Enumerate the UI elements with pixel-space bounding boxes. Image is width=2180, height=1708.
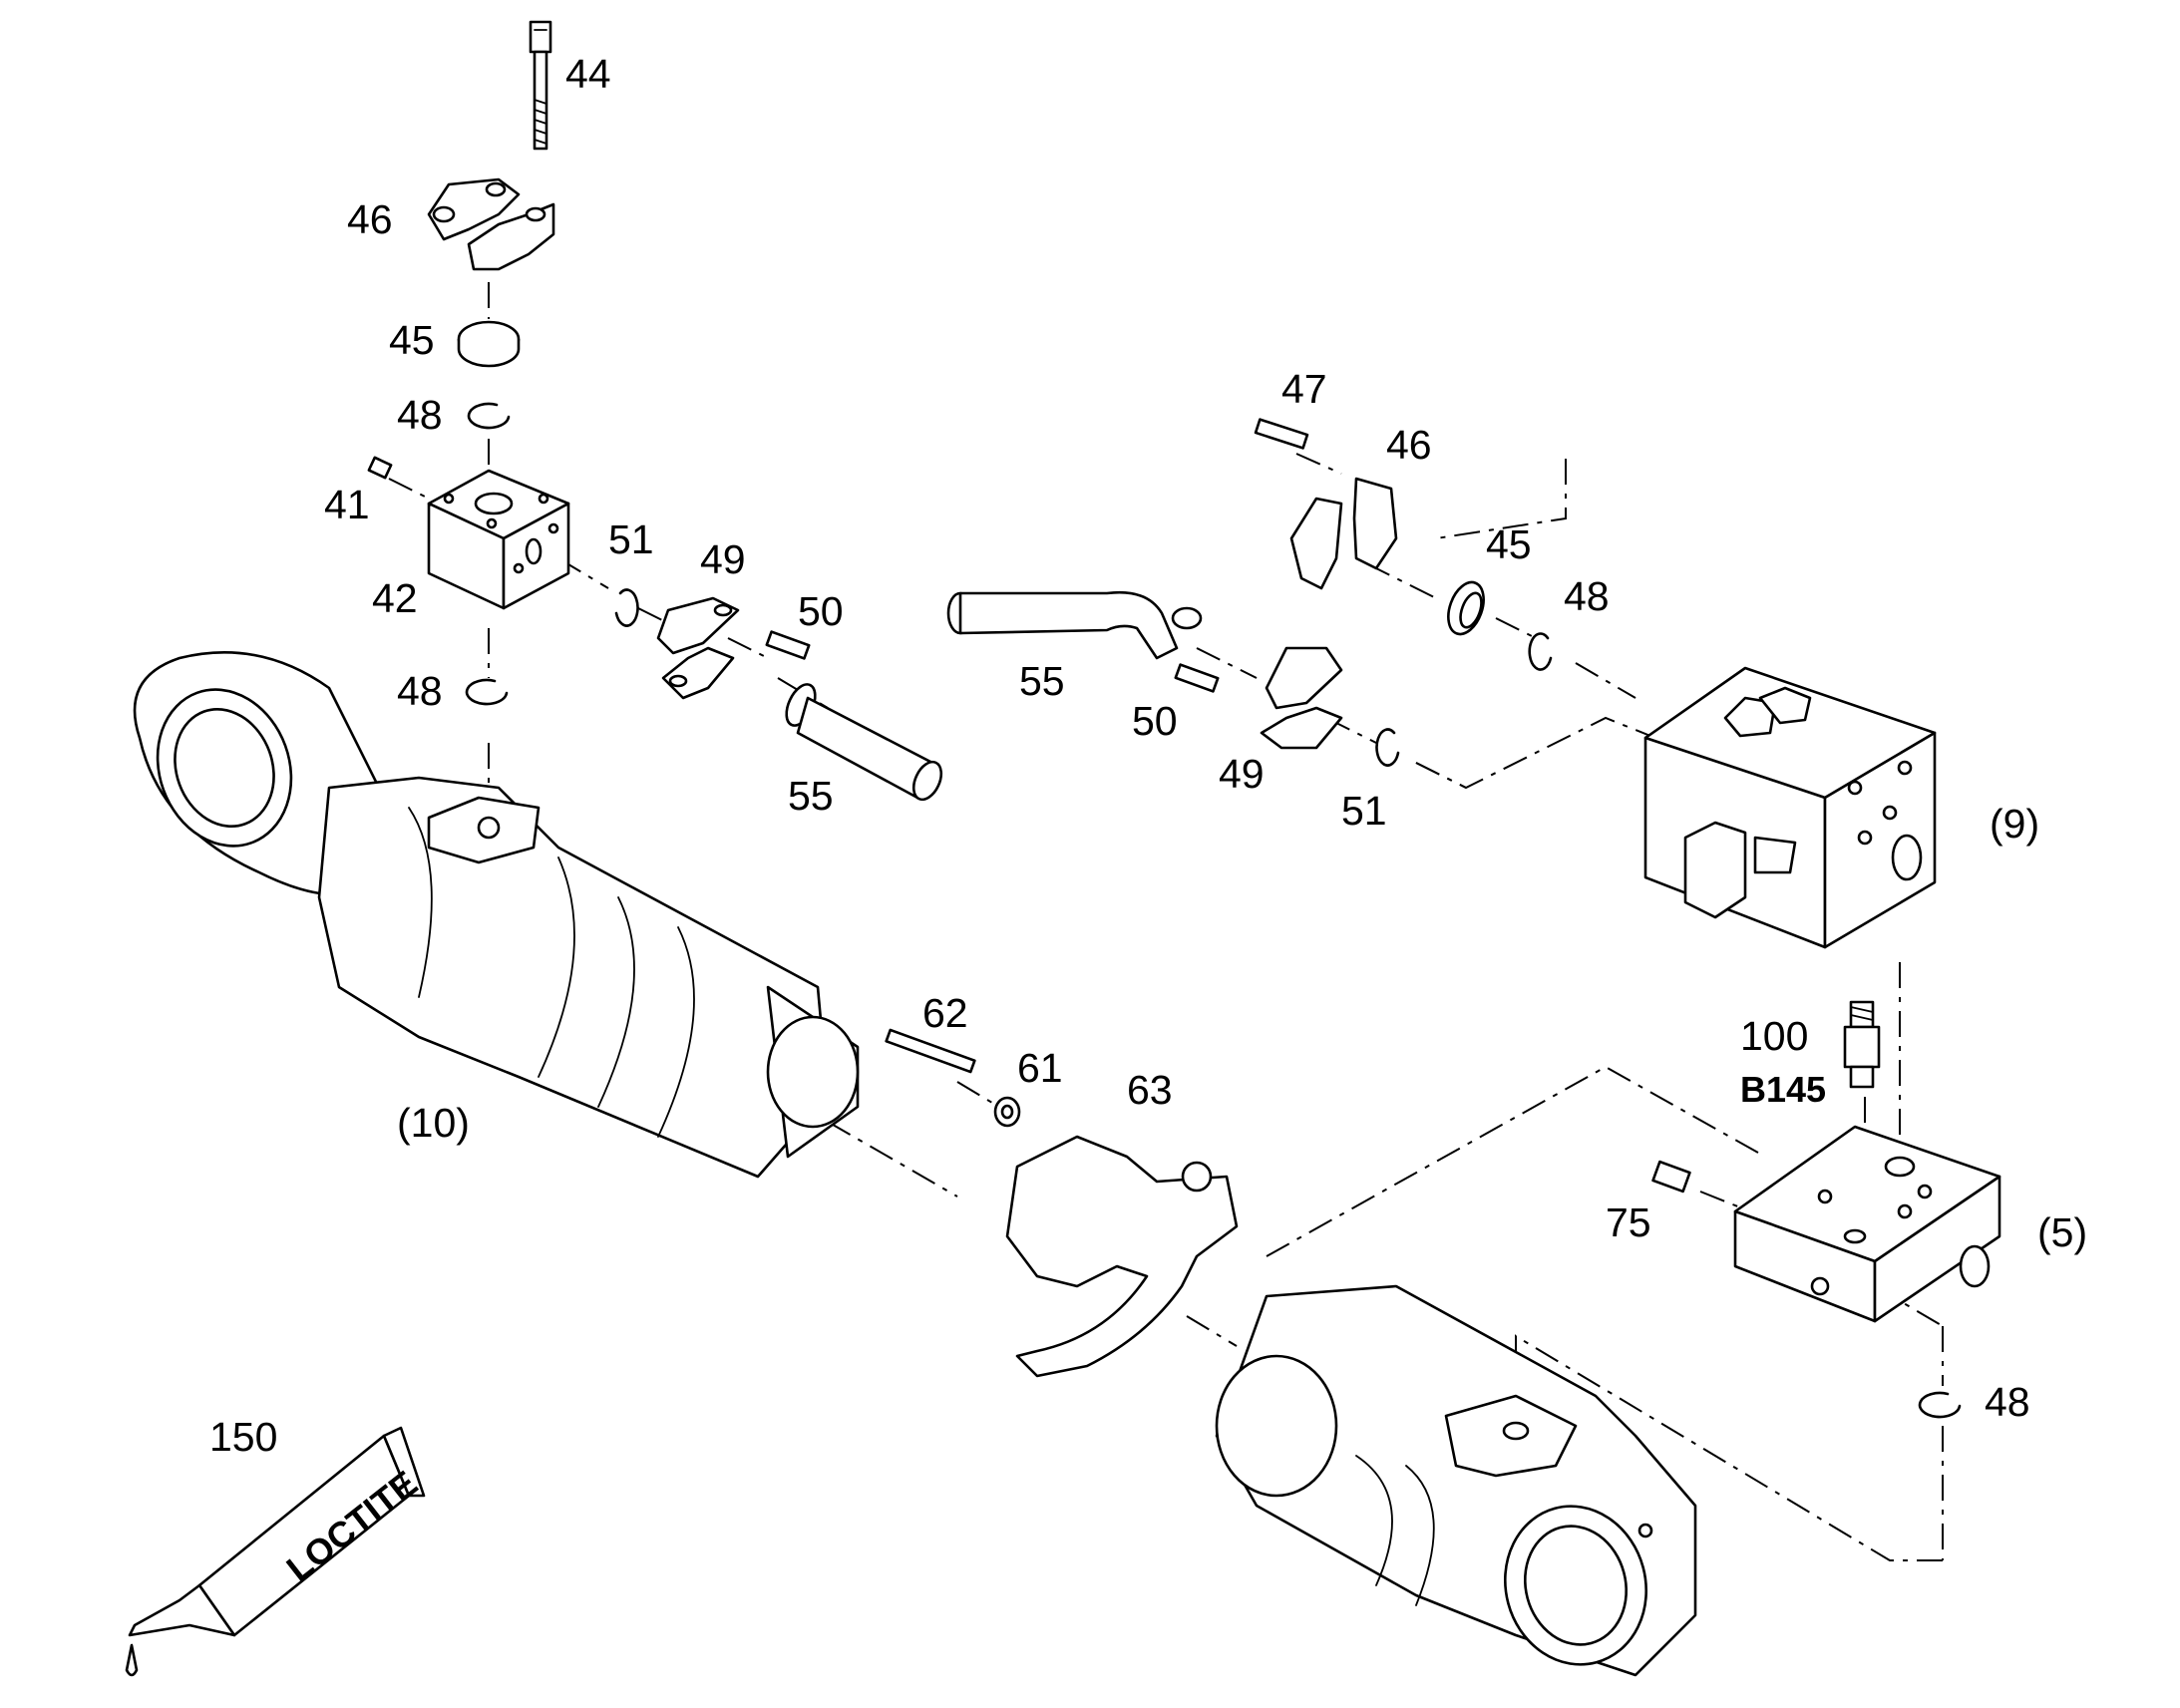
callout-150: 150 xyxy=(209,1414,277,1460)
o-ring-48-top xyxy=(467,402,511,430)
callout-41: 41 xyxy=(324,482,370,527)
callout-50-left: 50 xyxy=(798,588,844,634)
callout-61: 61 xyxy=(1017,1045,1063,1091)
callout-45-right: 45 xyxy=(1486,521,1532,567)
callout-10: (10) xyxy=(397,1100,470,1146)
callout-42: 42 xyxy=(372,575,418,621)
screw-50-right xyxy=(1174,663,1220,693)
cylinder-10 xyxy=(133,651,860,1179)
bolt-62 xyxy=(885,1028,976,1074)
callout-48-right: 48 xyxy=(1564,573,1610,619)
callout-45-top: 45 xyxy=(389,317,435,363)
callout-48-top: 48 xyxy=(397,392,443,438)
callout-49-left: 49 xyxy=(700,536,746,582)
callout-47: 47 xyxy=(1281,366,1327,412)
sensor-100 xyxy=(1843,1000,1881,1089)
washer-45-right xyxy=(1447,580,1485,636)
callout-48-middle: 48 xyxy=(397,668,443,714)
callout-49-right: 49 xyxy=(1219,751,1265,797)
cylinder-right xyxy=(1215,1284,1697,1677)
hose-55-upper xyxy=(946,590,1203,660)
callout-5: (5) xyxy=(2037,1209,2087,1255)
callout-51-right: 51 xyxy=(1341,788,1387,834)
screw-50-left xyxy=(765,630,811,660)
callout-46-right: 46 xyxy=(1386,422,1432,468)
callout-55-left: 55 xyxy=(788,773,834,819)
callout-75: 75 xyxy=(1606,1199,1651,1245)
washer-61 xyxy=(993,1096,1021,1128)
plug-41 xyxy=(367,456,393,480)
pipe-55-left xyxy=(785,683,943,802)
washer-45-top xyxy=(457,320,521,368)
clamp-63 xyxy=(1005,1135,1239,1378)
o-ring-48-right xyxy=(1528,632,1553,671)
callout-55-upper: 55 xyxy=(1019,658,1065,704)
callout-62: 62 xyxy=(922,990,968,1036)
callout-51-left: 51 xyxy=(608,516,654,562)
callout-46-top: 46 xyxy=(347,196,393,242)
callout-50-right: 50 xyxy=(1132,698,1178,744)
split-flange-49-left xyxy=(656,596,740,700)
screw-47 xyxy=(1254,418,1309,450)
callout-100: 100 xyxy=(1740,1013,1808,1059)
o-ring-48-bottom xyxy=(1918,1391,1962,1419)
bolt-44 xyxy=(529,20,552,151)
callout-48-bottom: 48 xyxy=(1985,1379,2030,1425)
fitting-75 xyxy=(1651,1160,1691,1194)
callout-44: 44 xyxy=(565,51,611,97)
callout-63: 63 xyxy=(1127,1067,1173,1113)
ring-51-left xyxy=(614,588,639,627)
callout-labels: 44 46 45 48 41 42 48 51 49 50 55 47 46 4… xyxy=(209,51,2087,1589)
split-flange-46-top xyxy=(427,177,555,271)
callout-9: (9) xyxy=(1990,801,2039,847)
loctite-tube-150 xyxy=(125,1426,426,1677)
ring-51-right xyxy=(1375,728,1400,767)
split-flange-49-right xyxy=(1260,646,1343,750)
callout-b145: B145 xyxy=(1740,1069,1826,1110)
valve-block-5 xyxy=(1733,1125,2001,1323)
split-flange-46-right xyxy=(1289,477,1398,590)
valve-block-9 xyxy=(1643,666,1937,949)
block-42 xyxy=(427,469,570,610)
o-ring-48-middle xyxy=(465,678,509,706)
